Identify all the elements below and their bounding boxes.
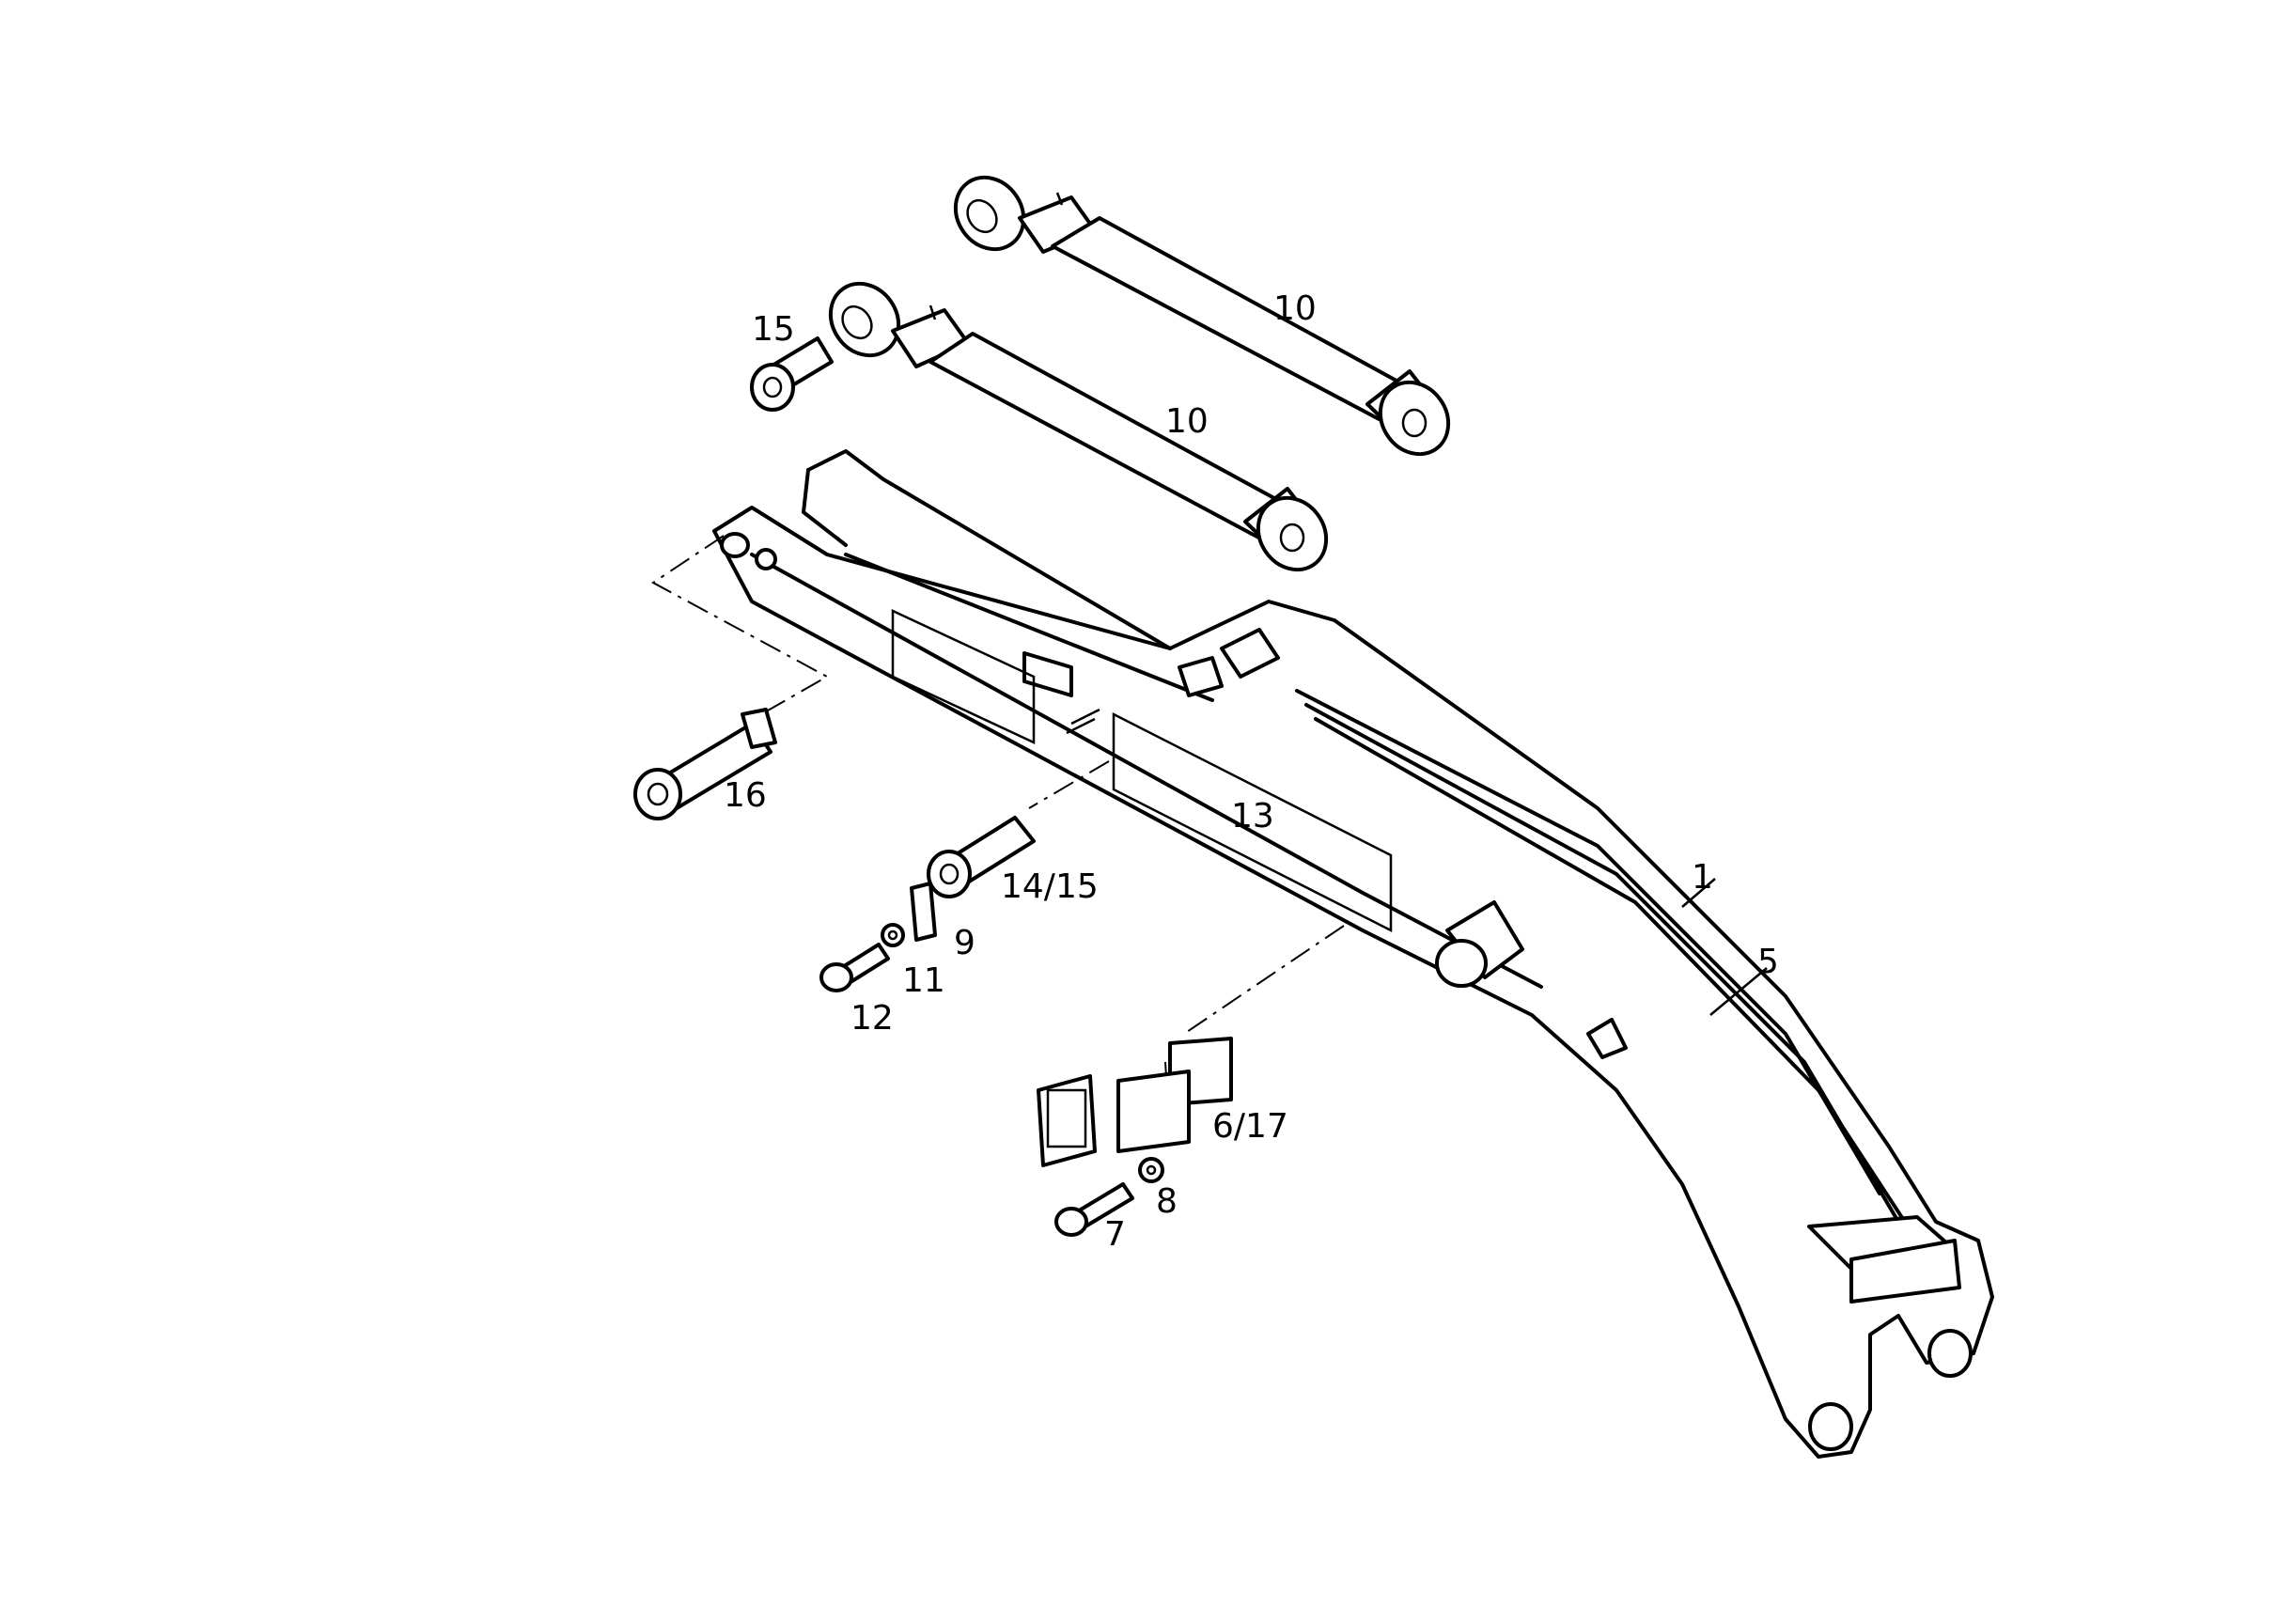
pin-15	[750, 336, 834, 412]
label-washer-11: 11	[902, 961, 945, 1000]
label-pin-14-15: 14/15	[1001, 867, 1099, 906]
label-cylinder-upper: 10	[1273, 289, 1317, 328]
pin-16	[633, 708, 777, 820]
bolt-12	[819, 943, 890, 992]
boom-arm	[712, 449, 1994, 1459]
hydraulic-cylinder-upper	[953, 175, 1451, 457]
washer-8	[1138, 1157, 1164, 1183]
step-6-17	[1037, 1037, 1233, 1167]
label-washer-8: 8	[1156, 1182, 1178, 1221]
bolt-7	[1054, 1182, 1134, 1237]
label-step-6-17: 6/17	[1212, 1107, 1288, 1146]
hydraulic-cylinder-lower	[828, 281, 1329, 572]
label-pin-16: 16	[724, 776, 767, 815]
pin-14-15	[927, 816, 1036, 898]
label-panel-13: 13	[1231, 797, 1274, 835]
washer-11	[881, 923, 905, 947]
label-pin-15: 15	[752, 310, 795, 349]
label-line-5: 5	[1757, 943, 1779, 981]
label-bolt-7: 7	[1104, 1215, 1126, 1254]
label-boom-1: 1	[1692, 858, 1713, 897]
plate-9	[910, 882, 937, 942]
panel-13	[891, 609, 1393, 933]
label-bolt-12: 12	[850, 999, 894, 1038]
label-cylinder-lower: 10	[1165, 402, 1209, 441]
label-plate-9: 9	[954, 924, 975, 962]
